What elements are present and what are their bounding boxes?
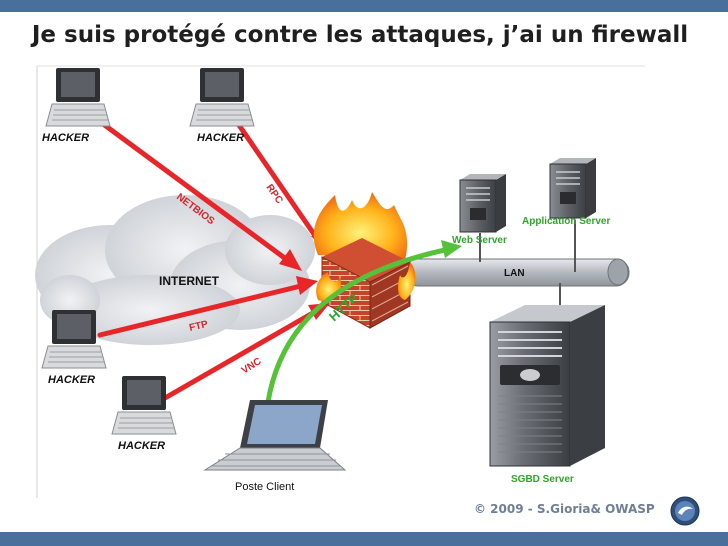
- hacker-label-4: HACKER: [118, 440, 165, 452]
- owasp-logo-icon: [670, 496, 700, 526]
- rpc-arrow: [229, 112, 321, 243]
- http-arrowhead: [441, 240, 462, 258]
- application-server-tower: [549, 158, 596, 219]
- ftp-label: FTP: [188, 319, 209, 334]
- netbios-arrow: [92, 115, 293, 265]
- vnc-arrow: [162, 307, 321, 401]
- copyright-text: © 2009 - S.Gioria& OWASP: [474, 502, 655, 516]
- hacker-laptop-2: [189, 68, 255, 127]
- firewall: [313, 192, 416, 329]
- hacker-label-1: HACKER: [42, 132, 89, 144]
- internet-label: INTERNET: [159, 274, 220, 288]
- hacker-laptop-4: [111, 376, 177, 435]
- lan-bus: [404, 258, 630, 287]
- http-arrow: [265, 247, 448, 405]
- hacker-label-3: HACKER: [48, 374, 95, 386]
- ftp-arrow: [97, 282, 308, 338]
- vnc-label: VNC: [240, 356, 264, 377]
- client-laptop: [203, 400, 347, 471]
- hacker-label-2: HACKER: [197, 132, 244, 144]
- hacker-laptop-3: [41, 310, 107, 369]
- application-server-label: Application Server: [522, 216, 610, 227]
- lan-label: LAN: [504, 268, 525, 279]
- attack-arrows: [92, 112, 321, 401]
- hacker-laptop-1: [45, 68, 111, 127]
- top-accent-bar: [0, 0, 728, 12]
- sgbd-server-tower: [489, 305, 605, 467]
- web-server-label: Web Server: [452, 235, 507, 246]
- sgbd-server-label: SGBD Server: [511, 474, 574, 485]
- slide-title: Je suis protégé contre les attaques, j’a…: [31, 22, 689, 48]
- client-label: Poste Client: [235, 481, 294, 493]
- bottom-accent-bar: [0, 532, 728, 546]
- web-server-tower: [459, 174, 506, 233]
